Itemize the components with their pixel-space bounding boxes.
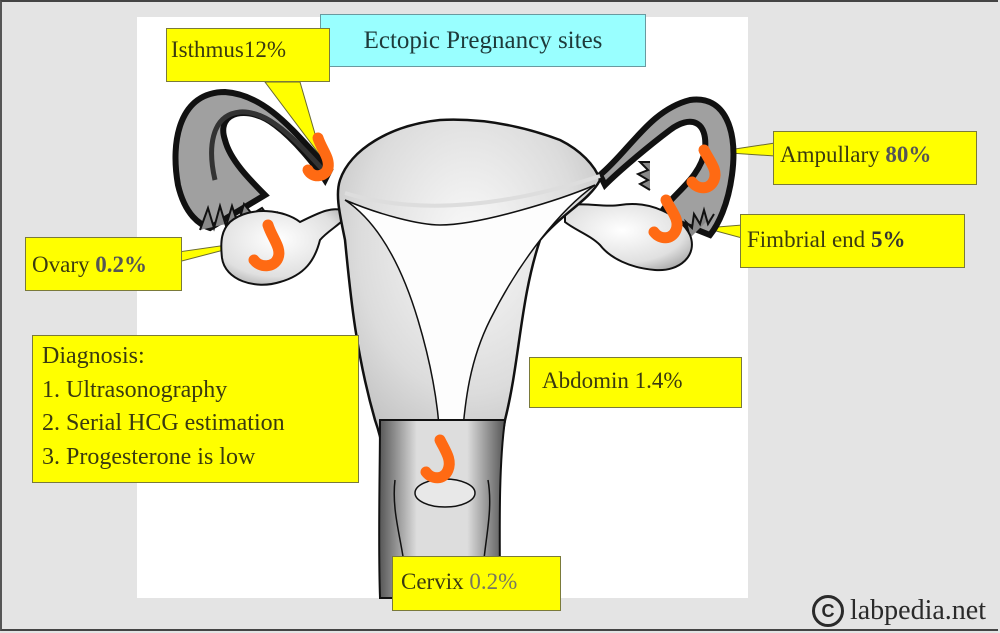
diagnosis-item: 3. Progesterone is low (42, 443, 256, 470)
site-percent: 1.4% (634, 368, 683, 393)
site-percent: 12% (243, 37, 287, 62)
diagram-title: Ectopic Pregnancy sites (320, 14, 646, 67)
uterine-cavity (344, 184, 596, 441)
site-name: Cervix (401, 569, 464, 594)
label-ampullary: Ampullary 80% (773, 131, 977, 185)
label-abdomin: Abdomin 1.4% (529, 357, 742, 408)
site-percent: 0.2% (469, 569, 518, 594)
site-percent: 80% (885, 142, 932, 167)
site-name: Isthmus (171, 37, 244, 62)
label-cervix: Cervix 0.2% (392, 556, 561, 611)
site-name: Ovary (32, 252, 90, 277)
diagnosis-heading: Diagnosis: (42, 343, 145, 369)
diagnosis-item: 1. Ultrasonography (42, 376, 228, 403)
site-name: Ampullary (780, 142, 880, 167)
site-percent: 5% (870, 227, 906, 252)
copyright-notice: C labpedia.net (811, 595, 986, 627)
copyright-text: labpedia.net (849, 595, 986, 626)
site-name: Fimbrial end (747, 227, 866, 252)
left-fallopian-tube (172, 88, 334, 232)
label-isthmus: Isthmus12% (166, 28, 330, 82)
label-ovary: Ovary 0.2% (25, 237, 182, 291)
cervix-vagina (378, 419, 507, 599)
embryo-hook-icon (248, 132, 721, 484)
copyright-icon: C (811, 595, 844, 627)
left-ovary (220, 208, 347, 286)
right-ovary (564, 203, 693, 272)
label-fimbrial-end: Fimbrial end 5% (740, 214, 965, 268)
site-percent: 0.2% (95, 252, 147, 277)
right-fallopian-tube (596, 96, 737, 239)
site-name: Abdomin (542, 368, 629, 393)
diagnosis-box: Diagnosis: 1. Ultrasonography 2. Serial … (32, 335, 359, 483)
diagnosis-item: 2. Serial HCG estimation (42, 410, 285, 437)
